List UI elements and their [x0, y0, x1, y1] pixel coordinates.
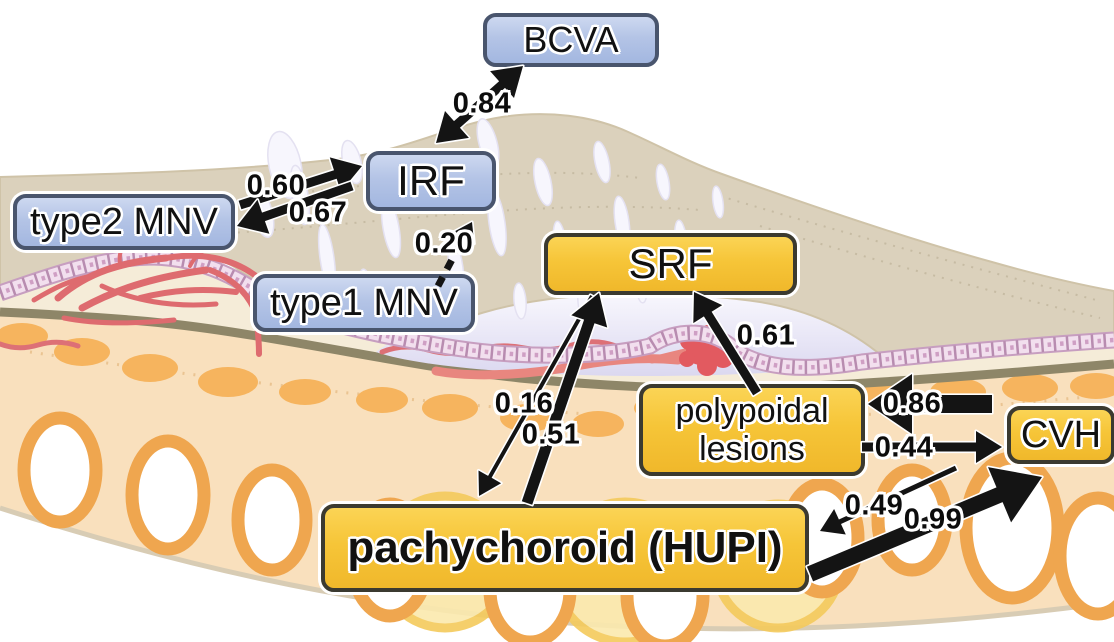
corr-label-polypoidal-cvh: 0.44 — [874, 431, 934, 464]
corr-label-cvh-polypoidal: 0.86 — [882, 387, 942, 420]
node-pachychoroid: pachychoroid (HUPI) — [321, 504, 809, 592]
corr-label-irf-bcva: 0.84 — [452, 87, 512, 120]
node-irf: IRF — [366, 151, 496, 211]
corr-label-pachychoroid-srf: 0.51 — [521, 418, 581, 451]
node-cvh: CVH — [1007, 406, 1114, 464]
corr-label-irf-type2mnv: 0.67 — [288, 196, 348, 229]
node-bcva: BCVA — [483, 13, 659, 67]
node-type2-mnv: type2 MNV — [13, 194, 235, 250]
corr-label-polypoidal-srf: 0.61 — [736, 319, 796, 352]
node-polypoidal-lesions: polypoidal lesions — [639, 384, 865, 476]
corr-label-type1mnv-irf: 0.20 — [414, 227, 474, 260]
corr-label-pachychoroid-cvh: 0.99 — [903, 503, 963, 536]
node-type1-mnv: type1 MNV — [253, 274, 475, 332]
corr-label-srf-pachychoroid: 0.16 — [494, 387, 554, 420]
corr-label-cvh-pachychoroid: 0.49 — [844, 489, 904, 522]
node-srf: SRF — [544, 233, 797, 295]
